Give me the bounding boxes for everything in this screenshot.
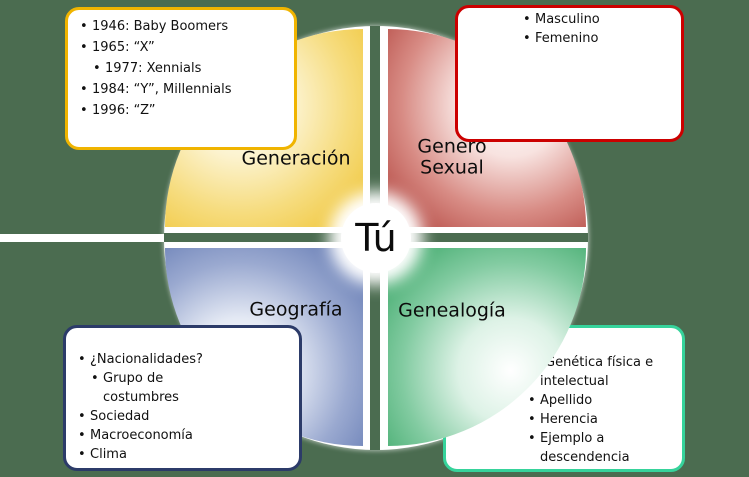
bullet-icon: •	[523, 12, 531, 27]
list-item-text: Herencia	[540, 412, 598, 427]
list-item-text: 1996: “Z”	[92, 103, 156, 118]
quadrant-label-gender: Genero Sexual	[417, 135, 487, 179]
list-item-text: Clima	[90, 447, 127, 462]
list-item: • Clima	[78, 445, 295, 464]
list-item-text: Femenino	[535, 31, 599, 46]
list-item: • Masculino	[523, 10, 746, 29]
generation-list: • 1946: Baby Boomers • 1965: “X” • 1977: Xenn…	[68, 10, 312, 121]
bullet-icon: •	[91, 371, 99, 386]
list-item-text: Genética física e intelectual	[540, 355, 654, 389]
list-item: • 1984: “Y”, Millennials	[80, 79, 306, 100]
bullet-icon: •	[523, 31, 531, 46]
bullet-icon: •	[528, 431, 536, 446]
list-item: • Femenino	[523, 29, 746, 48]
list-item: • Grupo de costumbres	[91, 369, 295, 407]
bullet-icon: •	[78, 352, 86, 367]
horizontal-axis-line	[0, 234, 195, 242]
bullet-icon: •	[528, 412, 536, 427]
quadrant-label-generation: Generación	[241, 147, 351, 170]
gender-list: • Masculino • Femenino	[458, 8, 749, 48]
bullet-icon: •	[78, 428, 86, 443]
quadrant-label-genealogy: Genealogía	[398, 299, 506, 322]
bullet-icon: •	[78, 409, 86, 424]
center-label: Tú	[355, 216, 397, 260]
list-item: • ¿Nacionalidades?	[78, 350, 295, 369]
list-item: • 1996: “Z”	[80, 100, 306, 121]
bullet-icon: •	[78, 447, 86, 462]
center-circle: Tú	[341, 203, 411, 273]
list-item: • Macroeconomía	[78, 426, 295, 445]
list-item-text: Sociedad	[90, 409, 150, 424]
bullet-icon: •	[528, 393, 536, 408]
list-item-text: Apellido	[540, 393, 593, 408]
list-item: • 1977: Xennials	[93, 58, 306, 79]
list-item-text: Grupo de costumbres	[103, 371, 179, 405]
list-item-text: 1984: “Y”, Millennials	[92, 82, 232, 97]
list-item-text: Macroeconomía	[90, 428, 193, 443]
bullet-icon: •	[80, 82, 88, 97]
bullet-icon: •	[80, 40, 88, 55]
callout-gender: • Masculino • Femenino	[455, 5, 684, 142]
bullet-icon: •	[80, 103, 88, 118]
list-item-text: Ejemplo a descendencia	[540, 431, 630, 465]
geography-list: • ¿Nacionalidades? • Grupo de costumbres • So…	[66, 350, 299, 468]
list-item: • Apellido	[528, 391, 678, 410]
list-item-text: Masculino	[535, 12, 600, 27]
list-item-text: 1946: Baby Boomers	[92, 19, 229, 34]
callout-geography: • ¿Nacionalidades? • Grupo de costumbres • So…	[63, 325, 302, 471]
list-item: • Sociedad	[78, 407, 295, 426]
bullet-icon: •	[93, 61, 101, 76]
list-item: • 1965: “X”	[80, 37, 306, 58]
list-item: • 1946: Baby Boomers	[80, 16, 306, 37]
bullet-icon: •	[80, 19, 88, 34]
callout-generation: • 1946: Baby Boomers • 1965: “X” • 1977: Xenn…	[65, 7, 297, 150]
quadrant-label-geography: Geografía	[249, 298, 343, 321]
genealogy-list: Genética física e intelectual • Apellido • H…	[446, 353, 682, 469]
list-item: • Herencia	[528, 410, 678, 429]
list-item-text: ¿Nacionalidades?	[90, 352, 203, 367]
list-item-text: 1977: Xennials	[105, 61, 202, 76]
list-item: • Ejemplo a descendencia	[528, 429, 678, 467]
list-item-text: 1965: “X”	[92, 40, 155, 55]
list-item: Genética física e intelectual	[528, 353, 678, 391]
